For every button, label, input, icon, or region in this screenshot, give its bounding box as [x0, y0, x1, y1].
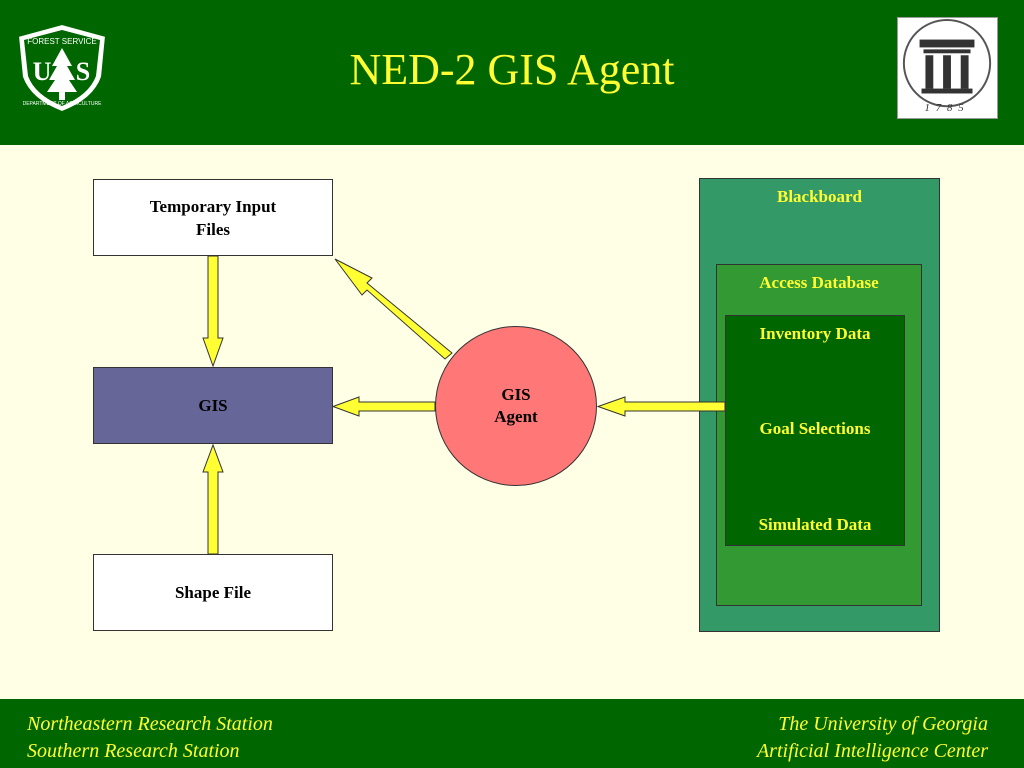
goal-selections-label: Goal Selections — [759, 419, 871, 438]
gis-agent-circle: GIS Agent — [435, 326, 597, 486]
simulated-data-label: Simulated Data — [758, 515, 872, 534]
inventory-data-label: Inventory Data — [759, 324, 871, 343]
arrow-agent-to-temp-input — [334, 258, 453, 360]
header-bar — [0, 0, 1024, 145]
access-database-title: Access Database — [759, 273, 879, 292]
logo-s-letter: S — [76, 57, 90, 86]
arrow-agent-to-gis — [331, 396, 436, 417]
blackboard-title: Blackboard — [776, 187, 863, 206]
footer-northeastern-station: Northeastern Research Station — [27, 713, 273, 735]
logo-year-text: 1785 — [924, 102, 969, 114]
university-arch-logo: 1785 — [897, 17, 998, 119]
temporary-input-label-line1: Temporary Input — [149, 196, 277, 216]
footer-ai-center: Artificial Intelligence Center — [756, 740, 988, 762]
gis-label: GIS — [198, 396, 228, 415]
footer-university: The University of Georgia — [778, 713, 988, 735]
arrow-temp-to-gis — [202, 255, 224, 368]
agent-label-line1: GIS — [501, 385, 531, 404]
page-title: NED-2 GIS Agent — [349, 45, 675, 94]
footer-southern-station: Southern Research Station — [27, 740, 240, 762]
footer-right: The University of Georgia Artificial Int… — [757, 711, 988, 765]
logo-department-text: DEPARTMENT OF AGRICULTURE — [23, 101, 102, 107]
temporary-input-files-box: Temporary Input Files — [93, 179, 333, 256]
shape-file-box: Shape File — [93, 554, 333, 631]
logo-forest-service-text: FOREST SERVICE — [27, 37, 97, 46]
data-tables-container — [725, 315, 905, 546]
arrow-shape-to-gis — [202, 443, 224, 555]
agent-label-line2: Agent — [494, 407, 538, 426]
footer-bar: Northeastern Research Station Southern R… — [0, 699, 1024, 768]
temporary-input-label-line2: Files — [195, 219, 230, 239]
gis-box: GIS — [93, 367, 333, 444]
logo-u-letter: U — [33, 57, 52, 86]
footer-left: Northeastern Research Station Southern R… — [27, 711, 273, 765]
forest-service-shield-logo: FOREST SERVICE U S DEPARTMENT OF AGRICUL… — [16, 22, 108, 114]
shape-file-label: Shape File — [174, 583, 252, 602]
